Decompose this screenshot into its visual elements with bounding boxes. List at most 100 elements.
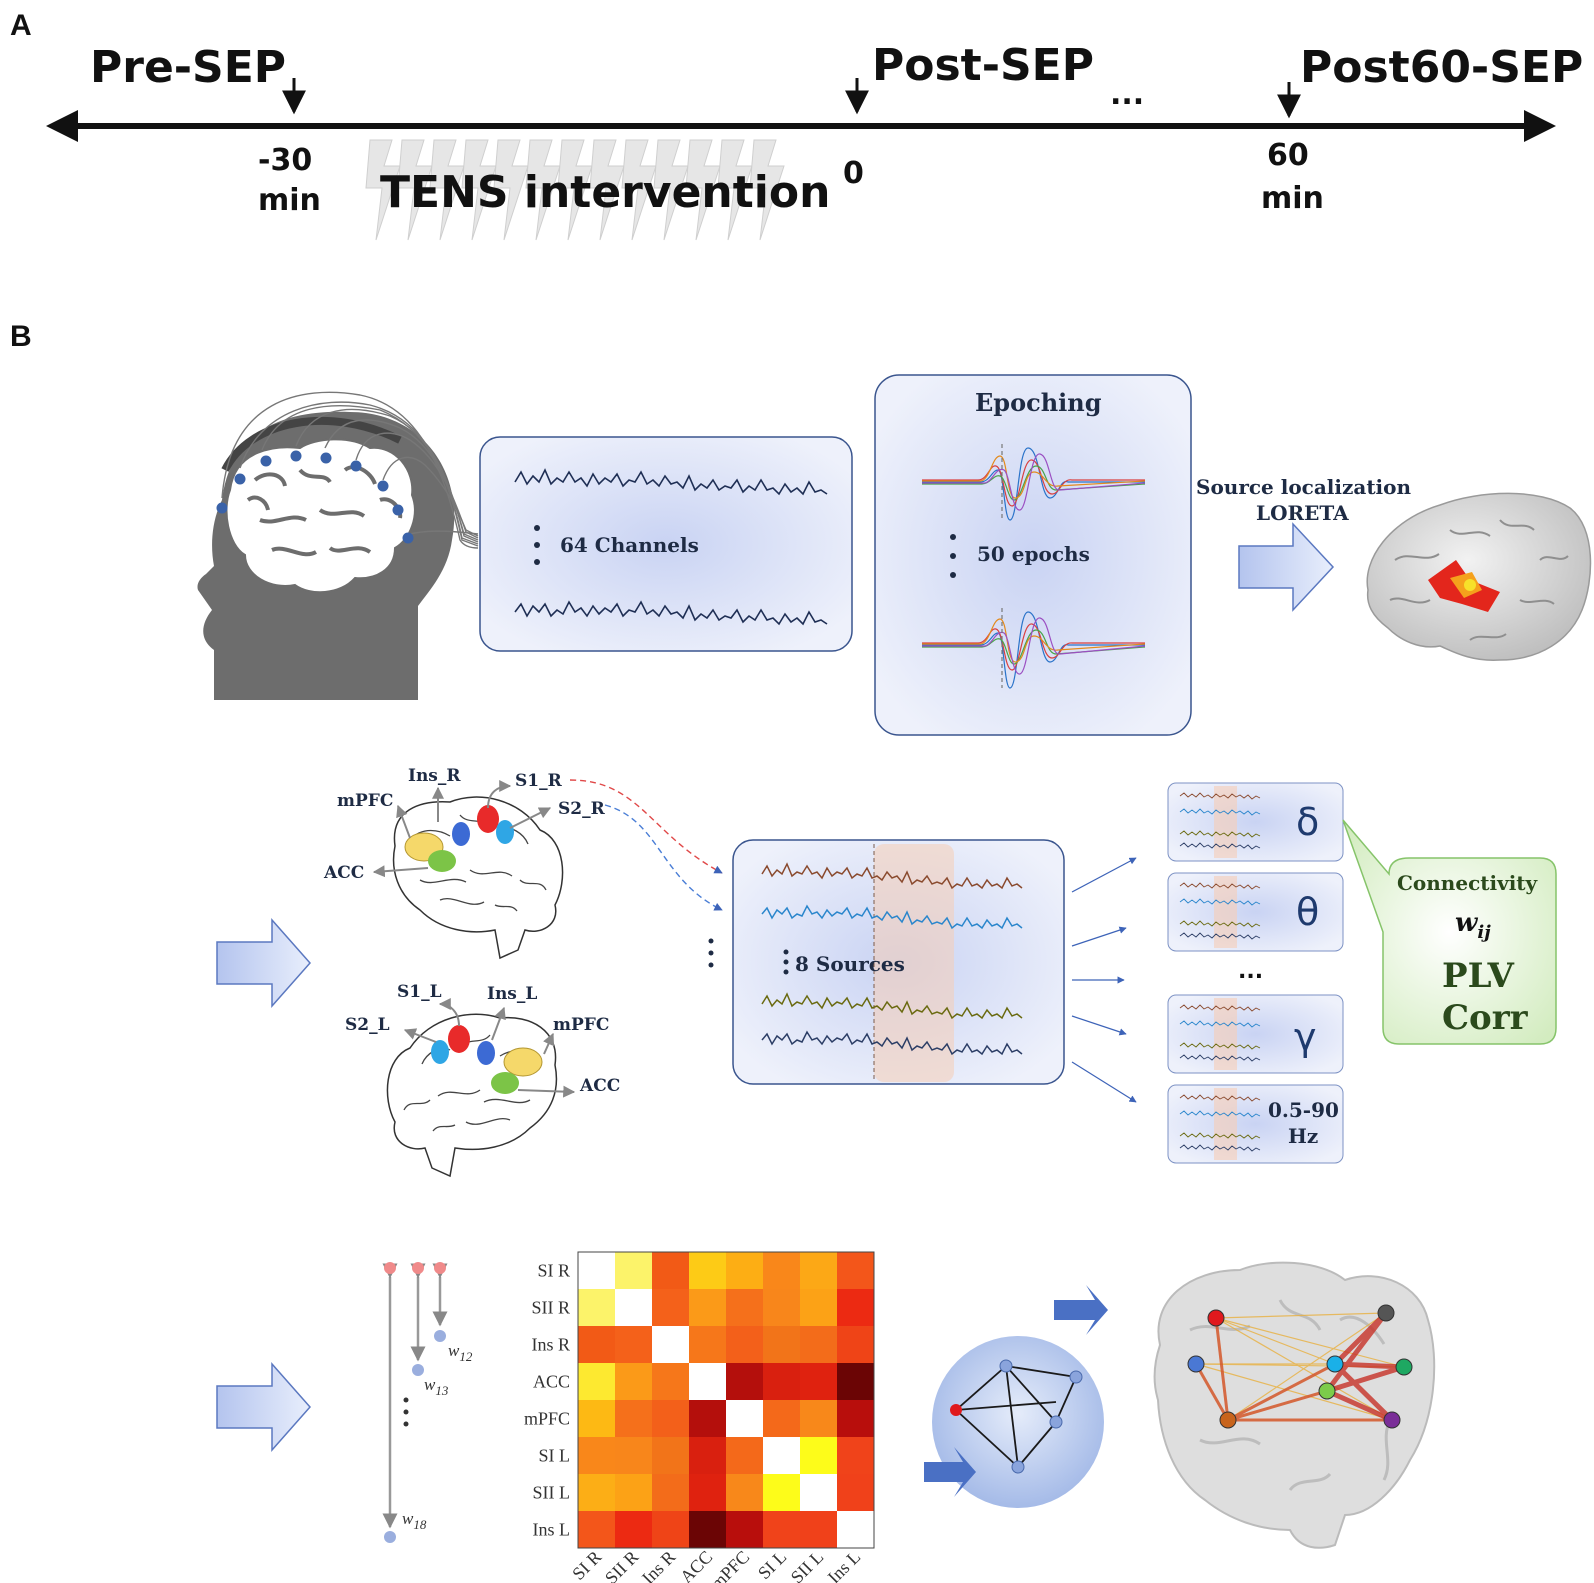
matrix-col-label: SI R xyxy=(568,1547,605,1583)
node-8 xyxy=(384,1531,396,1543)
row3-arrow xyxy=(216,1362,312,1452)
band-ellipsis: ... xyxy=(1238,959,1263,984)
matrix-row-label: SII L xyxy=(533,1483,571,1503)
matrix-row-label: Ins L xyxy=(533,1520,571,1540)
region-ins-l: Ins_L xyxy=(487,984,537,1004)
right-region-arrows xyxy=(372,780,552,878)
row2-arrow xyxy=(216,918,312,1008)
matrix-cell xyxy=(615,1511,652,1548)
left-region-arrows xyxy=(403,998,576,1098)
weight-label-12: w12 xyxy=(448,1341,473,1364)
matrix-cell xyxy=(726,1289,763,1326)
matrix-cell xyxy=(837,1511,874,1548)
band-fan-arrows xyxy=(1071,857,1137,1103)
ellipsis-label: ... xyxy=(1110,77,1144,112)
time-minus30-unit: min xyxy=(258,183,321,218)
matrix-col-label: SII L xyxy=(787,1547,828,1583)
sources-label: 8 Sources xyxy=(795,952,905,976)
tens-lightning-pattern xyxy=(365,139,785,241)
matrix-cell xyxy=(578,1437,615,1474)
matrix-cell xyxy=(763,1252,800,1289)
region-acc-l: ACC xyxy=(579,1076,620,1096)
region-s1-r: S1_R xyxy=(515,771,563,791)
matrix-cell xyxy=(800,1511,837,1548)
epoching-title: Epoching xyxy=(975,388,1102,417)
matrix-cell xyxy=(837,1437,874,1474)
loreta-label: LORETA xyxy=(1256,501,1349,525)
matrix-row-label: mPFC xyxy=(524,1409,570,1429)
time-60-unit: min xyxy=(1261,181,1324,216)
weight-vertical-dots xyxy=(403,1397,409,1427)
matrix-cell xyxy=(726,1363,763,1400)
matrix-cell xyxy=(726,1400,763,1437)
matrix-row-label: SII R xyxy=(531,1298,570,1318)
band-box-delta: δ xyxy=(1167,782,1344,862)
source-brain-render xyxy=(1366,492,1592,661)
band-gamma-label: γ xyxy=(1294,1015,1317,1059)
pre-sep-label: Pre-SEP xyxy=(90,42,286,93)
s2r-dashed-arrow xyxy=(604,804,723,911)
matrix-cell xyxy=(800,1289,837,1326)
matrix-cell xyxy=(726,1437,763,1474)
matrix-cell xyxy=(615,1474,652,1511)
matrix-cell xyxy=(837,1474,874,1511)
matrix-cell xyxy=(652,1363,689,1400)
matrix-cell xyxy=(726,1252,763,1289)
eeg-trace-bottom xyxy=(514,600,828,626)
timeline-markers xyxy=(282,78,1301,119)
connectivity-weight-sub: ij xyxy=(1477,922,1491,943)
matrix-col-label: Ins L xyxy=(824,1547,865,1583)
broadband-unit-label: Hz xyxy=(1288,1124,1318,1148)
weight-label-13: w13 xyxy=(424,1375,449,1398)
matrix-cell xyxy=(578,1363,615,1400)
band-box-broadband: 0.5-90 Hz xyxy=(1167,1084,1344,1164)
matrix-cell xyxy=(763,1326,800,1363)
matrix-cell xyxy=(837,1326,874,1363)
tens-label: TENS intervention xyxy=(380,167,830,218)
weight-arrows xyxy=(382,1262,448,1543)
matrix-col-label: mPFC xyxy=(707,1547,754,1583)
matrix-cell xyxy=(652,1511,689,1548)
matrix-cell xyxy=(763,1474,800,1511)
region-s2-l: S2_L xyxy=(345,1015,390,1035)
sources-side-dots xyxy=(708,938,714,968)
gb-node-insr xyxy=(1219,1411,1237,1429)
matrix-cell xyxy=(800,1474,837,1511)
matrix-cell xyxy=(652,1400,689,1437)
matrix-cell xyxy=(615,1326,652,1363)
matrix-cell xyxy=(578,1252,615,1289)
sources-box: 8 Sources xyxy=(732,839,1065,1085)
matrix-cell xyxy=(837,1289,874,1326)
time-zero: 0 xyxy=(843,156,864,191)
left-hemisphere-brain xyxy=(386,1013,558,1178)
post-sep-label: Post-SEP xyxy=(872,40,1094,91)
matrix-cell xyxy=(689,1326,726,1363)
matrix-cell xyxy=(689,1437,726,1474)
gb-node-s1l xyxy=(1326,1355,1344,1373)
matrix-cell xyxy=(689,1289,726,1326)
source-loc-arrow xyxy=(1238,522,1335,612)
source-localization-label: Source localization xyxy=(1196,475,1411,499)
time-minus30: -30 xyxy=(258,143,312,178)
matrix-border xyxy=(577,1251,875,1549)
epoch-traces-bottom xyxy=(922,608,1146,689)
matrix-cell xyxy=(652,1252,689,1289)
matrix-cell xyxy=(763,1400,800,1437)
matrix-cell xyxy=(726,1474,763,1511)
glass-brain-network xyxy=(1153,1261,1436,1549)
right-hemisphere-brain xyxy=(392,796,564,960)
region-ins-r: Ins_R xyxy=(408,766,461,786)
epoch-vertical-dots xyxy=(950,534,956,578)
matrix-row-label: Ins R xyxy=(531,1335,570,1355)
matrix-cell xyxy=(837,1400,874,1437)
epoch-traces-top xyxy=(922,444,1146,521)
connectivity-corr: Corr xyxy=(1442,998,1529,1038)
gb-node-acc xyxy=(1377,1304,1395,1322)
matrix-cell xyxy=(689,1474,726,1511)
matrix-cell xyxy=(763,1363,800,1400)
matrix-cell xyxy=(689,1252,726,1289)
network-icon xyxy=(924,1285,1108,1508)
connectivity-plv: PLV xyxy=(1442,956,1514,996)
